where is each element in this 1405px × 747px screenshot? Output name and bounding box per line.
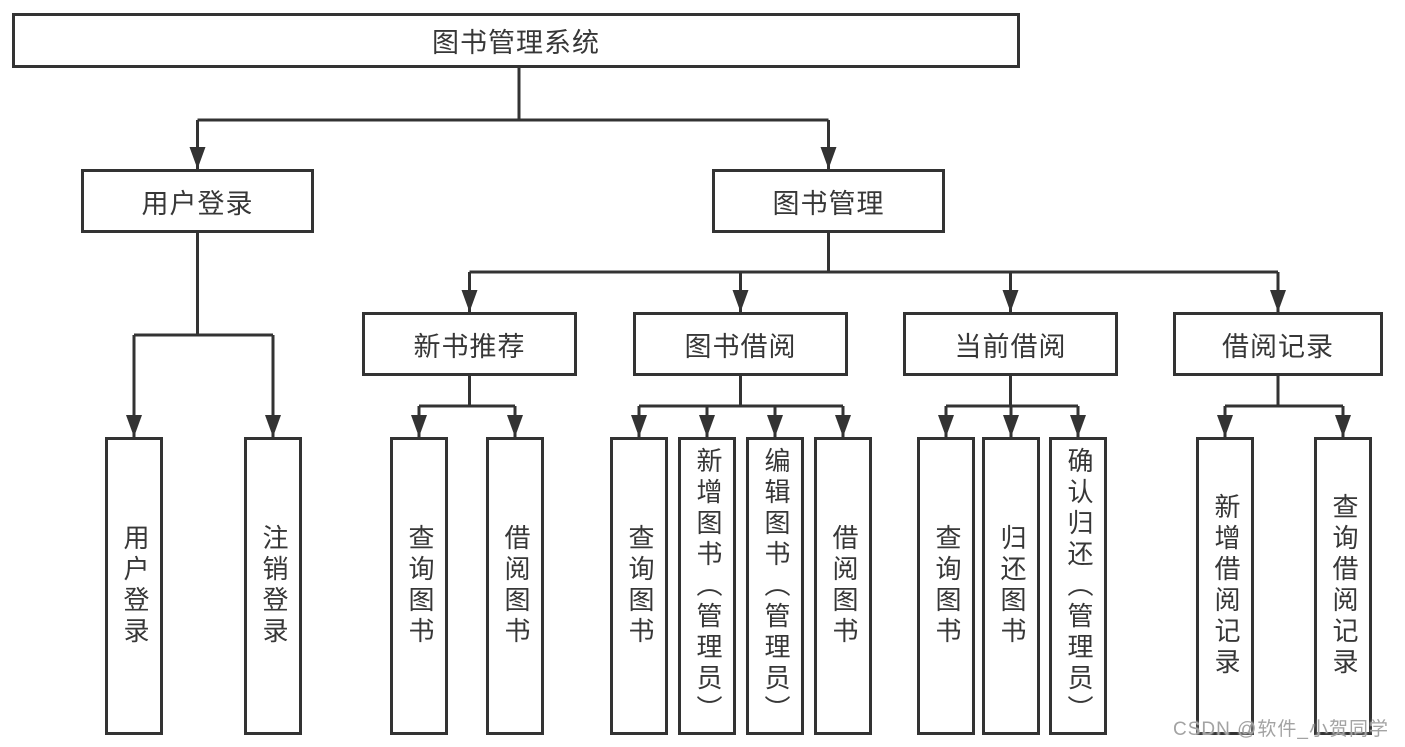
csdn-watermark: CSDN @软件_小贺同学 (1173, 719, 1389, 740)
node-library-system-label: 图书管理系统 (432, 28, 600, 58)
connector-new-book-recommend-children (411, 376, 523, 437)
node-return-books: 归还图书 (982, 437, 1040, 735)
node-add-books-admin-label: 新增图书（管理员） (692, 446, 723, 726)
node-query-books-recommend: 查询图书 (390, 437, 448, 735)
connector-borrowing-records-children (1217, 376, 1351, 437)
node-edit-books-admin-label: 编辑图书（管理员） (760, 446, 791, 726)
node-query-books-borrowing-label: 查询图书 (624, 524, 655, 648)
node-query-borrow-record: 查询借阅记录 (1314, 437, 1372, 735)
node-borrow-books-recommend: 借阅图书 (486, 437, 544, 735)
node-return-books-label: 归还图书 (996, 524, 1027, 648)
node-user-login-label: 用户登录 (141, 188, 254, 219)
node-logout: 注销登录 (244, 437, 302, 735)
node-logout-label: 注销登录 (258, 524, 289, 648)
node-user-login-leaf-label: 用户登录 (119, 524, 150, 648)
node-borrow-books-recommend-label: 借阅图书 (500, 524, 531, 648)
node-borrow-books-borrowing: 借阅图书 (814, 437, 872, 735)
node-user-login-leaf: 用户登录 (105, 437, 163, 735)
connector-book-borrowing-children (631, 376, 851, 437)
node-add-books-admin: 新增图书（管理员） (678, 437, 736, 735)
node-query-borrow-record-label: 查询借阅记录 (1328, 493, 1359, 679)
node-new-book-recommend-label: 新书推荐 (413, 331, 526, 362)
connector-user-login-children (126, 233, 281, 437)
node-book-borrowing: 图书借阅 (633, 312, 848, 376)
node-book-management: 图书管理 (712, 169, 945, 233)
node-confirm-return-admin-label: 确认归还（管理员） (1063, 446, 1094, 726)
node-confirm-return-admin: 确认归还（管理员） (1049, 437, 1107, 735)
node-book-management-label: 图书管理 (772, 188, 885, 219)
node-borrowing-records: 借阅记录 (1173, 312, 1383, 376)
node-book-borrowing-label: 图书借阅 (684, 331, 797, 362)
node-current-borrowing: 当前借阅 (903, 312, 1118, 376)
node-current-borrowing-label: 当前借阅 (954, 331, 1067, 362)
connector-book-management-children (461, 233, 1286, 312)
node-query-books-current-label: 查询图书 (931, 524, 962, 648)
node-query-books-recommend-label: 查询图书 (404, 524, 435, 648)
node-add-borrow-record-label: 新增借阅记录 (1210, 493, 1241, 679)
connector-current-borrowing-children (938, 376, 1086, 437)
node-query-books-current: 查询图书 (917, 437, 975, 735)
connector-root-to-level2 (189, 68, 837, 169)
node-edit-books-admin: 编辑图书（管理员） (746, 437, 804, 735)
node-library-system: 图书管理系统 (12, 13, 1020, 68)
node-new-book-recommend: 新书推荐 (362, 312, 577, 376)
node-user-login: 用户登录 (81, 169, 314, 233)
node-add-borrow-record: 新增借阅记录 (1196, 437, 1254, 735)
node-borrow-books-borrowing-label: 借阅图书 (828, 524, 859, 648)
node-borrowing-records-label: 借阅记录 (1222, 331, 1334, 362)
node-query-books-borrowing: 查询图书 (610, 437, 668, 735)
